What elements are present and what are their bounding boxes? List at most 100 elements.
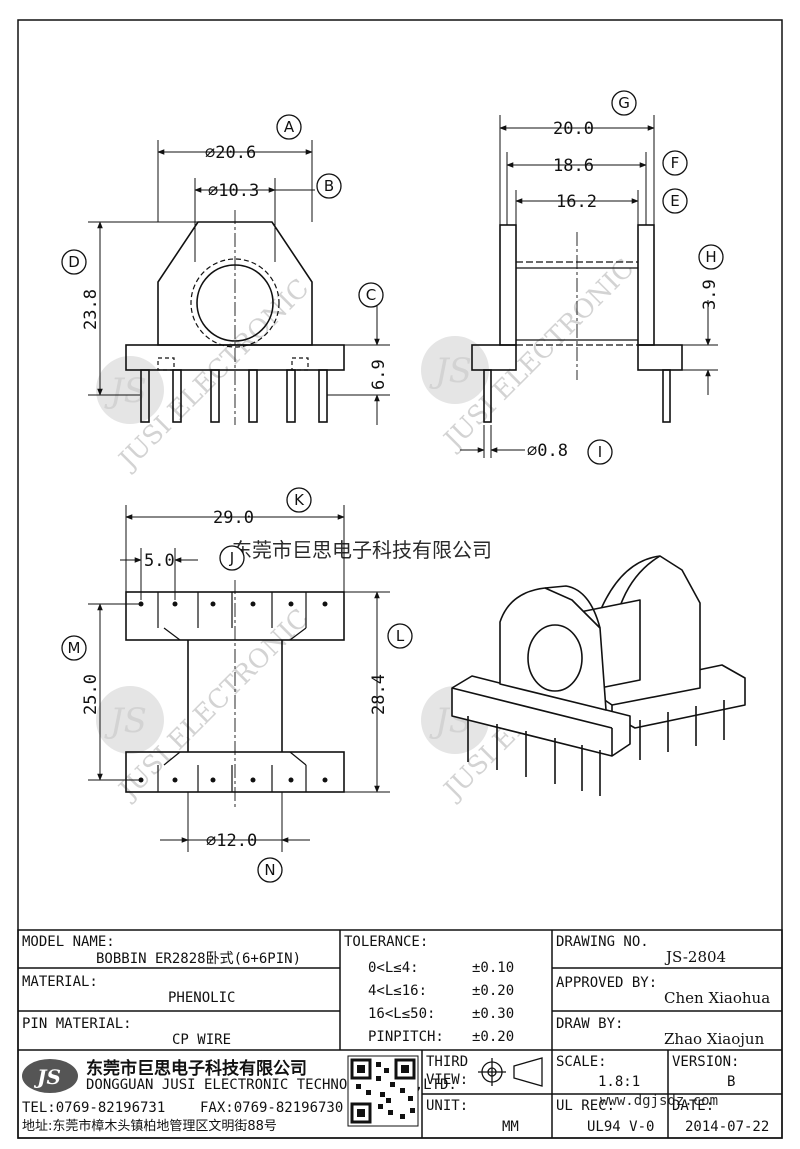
callout-j [219,545,245,571]
callout-f-label: F [671,154,680,172]
qr-code [347,1055,419,1127]
callout-n [257,857,283,883]
dim-c-value: 6.9 [369,359,389,390]
tolerance-value-4: ±0.20 [472,1029,514,1045]
approved-by-value: Chen Xiaohua [664,989,770,1007]
tolerance-range-3: 16<L≤50: [368,1006,435,1022]
unit-value: MM [502,1119,519,1135]
dim-a-value: ⌀20.6 [205,143,256,163]
tolerance-range-4: PINPITCH: [368,1029,444,1045]
callout-g [611,90,637,116]
dim-l-value: 28.4 [369,674,389,715]
callout-i [587,439,613,465]
callout-a-label: A [284,118,295,136]
side-flange-left [499,224,517,346]
bottom-pin-holes-top [138,601,328,607]
third-view-label-line1: THIRD [426,1054,468,1070]
callout-n-label: N [264,861,275,879]
dim-b-value: ⌀10.3 [208,181,259,201]
dim-i-value: ⌀0.8 [527,441,568,461]
front-view-dimensions [88,140,390,425]
callout-l-label: L [396,627,405,645]
callout-h [698,244,724,270]
material-value: PHENOLIC [168,990,235,1006]
pin-material-value: CP WIRE [172,1032,231,1048]
callout-h-label: H [705,248,716,266]
model-name-value: BOBBIN ER2828卧式(6+6PIN) [96,951,301,967]
watermark-logo-text-3: JS [104,701,147,741]
tolerance-value-1: ±0.10 [472,960,514,976]
company-logo-text: JS [33,1065,61,1089]
side-view-dimensions [460,115,718,458]
callout-l [387,623,413,649]
iso-front-core-hole [527,624,583,692]
callout-d-label: D [68,253,80,271]
front-core-hole-hidden [190,258,280,348]
callout-m [61,635,87,661]
scale-label: SCALE: [556,1054,607,1070]
iso-back-pins [639,700,725,760]
callout-k [286,487,312,513]
watermark-company-overlay: 东莞市巨思电子科技有限公司 [232,538,492,562]
bottom-view [125,580,345,810]
bottom-rail-slots [157,592,307,792]
callout-f [662,150,688,176]
model-name-label: MODEL NAME: [22,934,115,950]
side-view [471,224,683,423]
callout-m-label: M [68,639,81,657]
callout-k-label: K [294,491,305,509]
callout-g-label: G [618,94,630,112]
drawing-no-value: JS-2804 [664,948,726,966]
side-pin-right [662,369,671,423]
dim-f-value: 18.6 [553,156,594,176]
watermark-site: www.dgjsdz.com [600,1093,718,1109]
callout-c-label: C [366,286,376,304]
isometric-view [451,555,746,796]
iso-front-rail [451,675,631,757]
callout-d [61,249,87,275]
front-view [125,210,345,425]
ul-rec-value: UL94 V-0 [587,1119,654,1135]
bottom-view-dimensions [88,505,390,852]
pin-material-label: PIN MATERIAL: [22,1016,132,1032]
watermark-logo-3 [96,686,164,754]
dim-n-value: ⌀12.0 [206,831,257,851]
side-pin-left [483,369,492,423]
title-block-grid [17,929,783,1139]
watermark-logo-1 [96,356,164,424]
draw-by-label: DRAW BY: [556,1016,623,1032]
company-fax: FAX:0769-82196730 [200,1100,343,1116]
scale-value: 1.8:1 [598,1074,640,1090]
front-pins [140,369,328,423]
date-value: 2014-07-22 [685,1119,769,1135]
dim-d-value: 23.8 [81,289,101,330]
watermark-logo-text-2: JS [429,351,472,391]
date-label: DATE: [672,1098,714,1114]
watermark-2: JS JUSI ELECTRONIC [421,253,640,457]
iso-front-pins [467,716,601,796]
company-logo: JS [22,1059,78,1093]
watermark-1: JS JUSI ELECTRONIC [96,273,315,477]
unit-label: UNIT: [426,1098,468,1114]
callout-e [662,188,688,214]
side-pin-rail-right [637,344,683,371]
company-name-cn: 东莞市巨思电子科技有限公司 [86,1058,307,1079]
tolerance-range-1: 0<L≤4: [368,960,419,976]
version-value: B [727,1074,735,1090]
callout-c [358,282,384,308]
callout-j-label: J [229,549,234,567]
callouts [61,90,724,883]
front-pin-slots [157,357,309,371]
tolerance-range-2: 4<L≤16: [368,983,427,999]
side-flange-right [637,224,655,346]
approved-by-label: APPROVED BY: [556,975,657,991]
company-address: 地址:东莞市樟木头镇柏地管理区文明街88号 [22,1118,277,1134]
tolerance-value-2: ±0.20 [472,983,514,999]
callout-a [276,114,302,140]
drawing-no-label: DRAWING NO. [556,934,649,950]
third-angle-projection-icon [478,1057,543,1087]
watermark-logo-text-1: JS [104,371,147,411]
ul-rec-label: UL REC: [556,1098,615,1114]
tolerance-value-3: ±0.30 [472,1006,514,1022]
